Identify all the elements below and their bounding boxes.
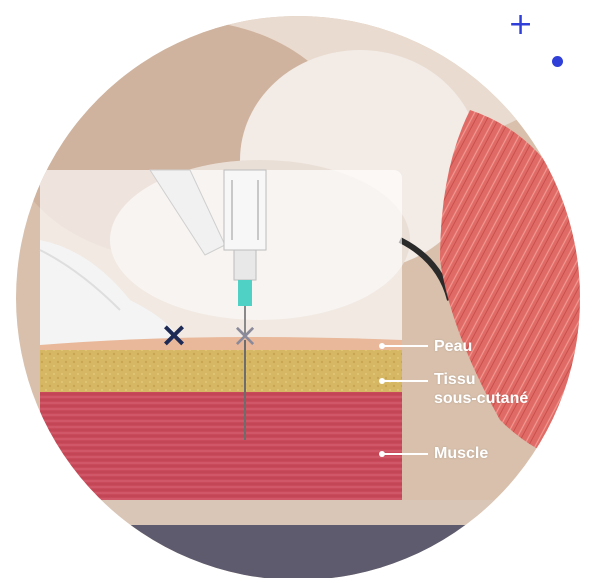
plus-decoration-icon: +: [508, 10, 533, 40]
injection-site-marker: ×: [232, 316, 259, 354]
bottom-band: [0, 525, 596, 578]
incorrect-site-marker: ×: [160, 315, 189, 355]
label-tissu-line2: sous-cutané: [434, 389, 528, 408]
dot-decoration-icon: [552, 56, 563, 67]
needle-hub: [238, 280, 252, 306]
label-muscle: Muscle: [434, 444, 488, 463]
skin-layer-inset: [40, 170, 402, 500]
muscle-layer: [40, 392, 402, 500]
label-tissu-line1: Tissu: [434, 370, 528, 389]
label-tissu-sous-cutane: Tissu sous-cutané: [434, 370, 528, 408]
label-peau: Peau: [434, 337, 472, 356]
syringe-barrel: [224, 170, 266, 250]
subcutaneous-layer: [40, 350, 402, 392]
